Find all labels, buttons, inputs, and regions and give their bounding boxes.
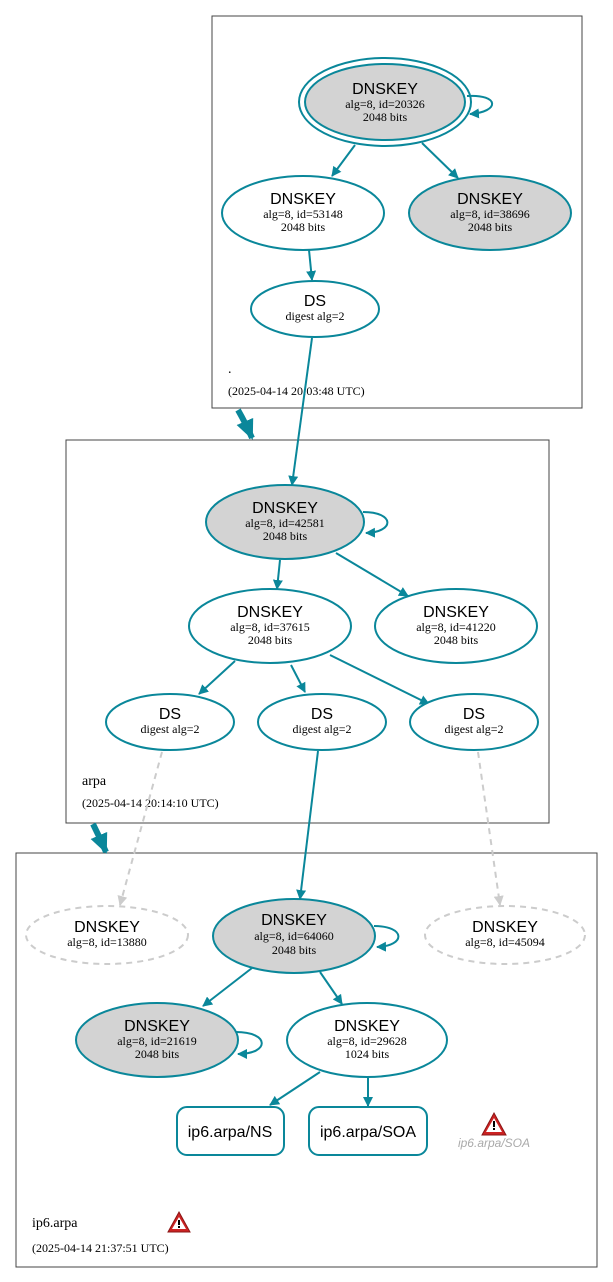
zone-arpa-box — [65, 439, 550, 824]
ds-node-ip6-2[interactable]: DS digest alg=2 — [257, 693, 387, 751]
edge-ds3-missing2 — [477, 751, 504, 906]
zone-root: . (2025-04-14 20:03:48 UTC) — [211, 15, 583, 409]
node-title: DS — [159, 706, 181, 723]
node-digest-info: digest alg=2 — [140, 722, 199, 736]
node-title: DNSKEY — [237, 604, 303, 621]
node-title: DNSKEY — [472, 919, 538, 936]
dnskey-node-arpa-zsk1[interactable]: DNSKEY alg=8, id=37615 2048 bits — [188, 588, 352, 664]
edge-ip6-zsk2-ns — [269, 1071, 321, 1106]
rrset-node-soa[interactable]: ip6.arpa/SOA — [308, 1106, 428, 1156]
dnskey-node-missing-13880[interactable]: DNSKEY alg=8, id=13880 — [25, 905, 189, 965]
node-key-size: 2048 bits — [281, 220, 326, 234]
zone-arpa: arpa (2025-04-14 20:14:10 UTC) — [65, 439, 550, 824]
node-title: DNSKEY — [74, 919, 140, 936]
ds-node-ip6-1[interactable]: DS digest alg=2 — [105, 693, 235, 751]
node-title: DS — [463, 706, 485, 723]
edge-ds-arpa-ksk — [288, 337, 313, 486]
edge-arpa-ksk-zsk2 — [335, 552, 409, 597]
node-key-info: alg=8, id=64060 — [254, 929, 334, 943]
node-key-size: 2048 bits — [468, 220, 513, 234]
edge-ip6-zsk1-self — [235, 1031, 263, 1059]
dnskey-node-ip6-zsk1[interactable]: DNSKEY alg=8, id=21619 2048 bits — [75, 1002, 239, 1078]
node-key-size: 1024 bits — [345, 1047, 390, 1061]
node-key-info: alg=8, id=45094 — [465, 935, 545, 949]
node-key-size: 2048 bits — [135, 1047, 180, 1061]
edge-arpa-zsk1-ds3 — [329, 654, 430, 705]
edge-ip6-ksk-self — [373, 925, 400, 952]
node-title: DNSKEY — [352, 81, 418, 98]
zone-warning-icon — [167, 1210, 191, 1233]
node-title: DNSKEY — [423, 604, 489, 621]
rrset-warning-soa[interactable]: ip6.arpa/SOA — [458, 1111, 530, 1150]
node-title: DNSKEY — [261, 912, 327, 929]
edge-arpa-zsk1-ds2 — [290, 664, 306, 693]
dnskey-node-missing-45094[interactable]: DNSKEY alg=8, id=45094 — [424, 905, 586, 965]
node-key-size: 2048 bits — [272, 943, 317, 957]
delegation-arrow-root-arpa — [235, 408, 255, 440]
zone-ip6-name: ip6.arpa — [32, 1216, 78, 1231]
edge-arpa-ksk-zsk1 — [272, 559, 283, 590]
node-key-info: alg=8, id=13880 — [67, 935, 147, 949]
edge-root-ksk-zsk2 — [421, 142, 459, 179]
zone-arpa-name: arpa — [82, 774, 107, 789]
dnskey-node-root-zsk1[interactable]: DNSKEY alg=8, id=53148 2048 bits — [221, 175, 385, 251]
node-key-info: alg=8, id=38696 — [450, 207, 530, 221]
node-key-info: alg=8, id=42581 — [245, 516, 325, 530]
dnskey-node-root-zsk2[interactable]: DNSKEY alg=8, id=38696 2048 bits — [408, 175, 572, 251]
zone-root-name: . — [228, 362, 232, 377]
dnskey-node-arpa-ksk[interactable]: DNSKEY alg=8, id=42581 2048 bits — [205, 484, 365, 560]
rrset-label: ip6.arpa/NS — [188, 1124, 273, 1141]
warning-icon — [481, 1111, 507, 1136]
node-key-info: alg=8, id=41220 — [416, 620, 496, 634]
dnskey-node-ip6-zsk2[interactable]: DNSKEY alg=8, id=29628 1024 bits — [286, 1002, 448, 1078]
edge-root-ksk-self — [466, 94, 494, 119]
node-title: DNSKEY — [124, 1018, 190, 1035]
zone-root-timestamp: (2025-04-14 20:03:48 UTC) — [228, 384, 365, 398]
node-title: DNSKEY — [457, 191, 523, 208]
zone-root-box — [211, 15, 583, 409]
zone-ip6: ip6.arpa (2025-04-14 21:37:51 UTC) — [15, 852, 598, 1268]
node-title: DNSKEY — [252, 500, 318, 517]
node-digest-info: digest alg=2 — [444, 722, 503, 736]
edge-ip6-ksk-zsk1 — [202, 967, 253, 1007]
rrset-label: ip6.arpa/SOA — [320, 1124, 416, 1141]
node-key-size: 2048 bits — [263, 529, 308, 543]
edge-root-zsk1-ds — [306, 249, 317, 281]
node-key-size: 2048 bits — [363, 110, 408, 124]
ds-node-arpa[interactable]: DS digest alg=2 — [250, 280, 380, 338]
node-key-info: alg=8, id=37615 — [230, 620, 310, 634]
node-key-info: alg=8, id=29628 — [327, 1034, 407, 1048]
dnskey-node-ip6-ksk[interactable]: DNSKEY alg=8, id=64060 2048 bits — [212, 898, 376, 974]
node-title: DNSKEY — [270, 191, 336, 208]
ds-node-ip6-3[interactable]: DS digest alg=2 — [409, 693, 539, 751]
dnskey-node-root-ksk[interactable]: DNSKEY alg=8, id=20326 2048 bits — [298, 57, 472, 147]
node-key-info: alg=8, id=53148 — [263, 207, 343, 221]
rrset-node-ns[interactable]: ip6.arpa/NS — [176, 1106, 285, 1156]
zone-ip6-timestamp: (2025-04-14 21:37:51 UTC) — [32, 1241, 169, 1255]
warning-label: ip6.arpa/SOA — [458, 1136, 530, 1150]
node-key-size: 2048 bits — [434, 633, 479, 647]
node-key-size: 2048 bits — [248, 633, 293, 647]
edge-arpa-ksk-self — [362, 511, 389, 538]
edge-root-ksk-zsk1 — [331, 144, 356, 177]
edge-ds2-ip6-ksk — [296, 750, 319, 900]
dnskey-node-arpa-zsk2[interactable]: DNSKEY alg=8, id=41220 2048 bits — [374, 588, 538, 664]
delegation-arrow-arpa-ip6 — [90, 822, 109, 854]
edge-ds1-missing1 — [117, 751, 163, 906]
node-key-info: alg=8, id=21619 — [117, 1034, 197, 1048]
node-digest-info: digest alg=2 — [285, 309, 344, 323]
node-title: DS — [311, 706, 333, 723]
node-title: DNSKEY — [334, 1018, 400, 1035]
edge-arpa-zsk1-ds1 — [198, 660, 236, 695]
zone-arpa-timestamp: (2025-04-14 20:14:10 UTC) — [82, 796, 219, 810]
node-title: DS — [304, 293, 326, 310]
node-digest-info: digest alg=2 — [292, 722, 351, 736]
node-key-info: alg=8, id=20326 — [345, 97, 425, 111]
edge-ip6-ksk-zsk2 — [319, 971, 343, 1005]
